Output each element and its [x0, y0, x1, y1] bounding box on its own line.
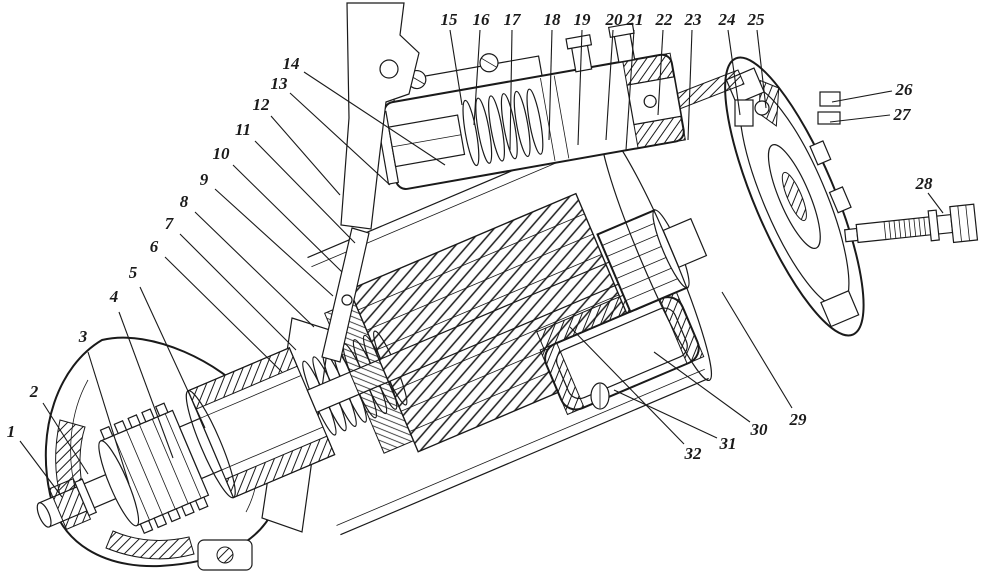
callout-23: 23	[684, 10, 703, 29]
pinion-gear	[98, 402, 210, 535]
housing-section-hatch	[105, 530, 195, 560]
leader-line-28	[927, 192, 944, 214]
callout-17: 17	[504, 10, 523, 29]
drain-plug	[590, 382, 610, 410]
callout-9: 9	[200, 170, 209, 189]
callout-21: 21	[626, 10, 644, 29]
leader-line-25	[756, 29, 767, 109]
callout-26: 26	[895, 80, 914, 99]
callout-10: 10	[213, 144, 231, 163]
bolt-head	[949, 203, 979, 244]
contact-disc	[643, 94, 657, 108]
callout-12: 12	[253, 95, 271, 114]
solenoid-terminal	[607, 22, 636, 63]
leader-line-17	[509, 29, 513, 151]
leader-line-8	[194, 211, 315, 328]
leader-line-16	[473, 29, 481, 126]
callout-20: 20	[605, 10, 624, 29]
leader-line-19	[577, 29, 583, 146]
leader-line-20	[605, 29, 614, 141]
callout-29: 29	[789, 410, 808, 429]
cap-rim-nut	[819, 91, 841, 107]
callout-13: 13	[271, 74, 289, 93]
solenoid-terminal	[565, 34, 593, 73]
solenoid-switch	[375, 22, 686, 190]
leader-line-24	[727, 29, 741, 116]
leader-line-6	[164, 256, 283, 373]
callout-7: 7	[165, 214, 175, 233]
callout-24: 24	[718, 10, 736, 29]
leader-line-23	[687, 29, 693, 141]
leader-line-4	[118, 311, 174, 459]
yoke-section-band	[639, 69, 841, 127]
callout-15: 15	[441, 10, 459, 29]
leader-line-31	[613, 389, 718, 439]
solenoid-return-spring	[462, 88, 544, 167]
mounting-bracket	[340, 2, 420, 230]
leader-line-26	[831, 90, 893, 103]
mounting-bolt	[216, 546, 234, 564]
commutator-end-cap	[724, 56, 865, 337]
callout-1: 1	[7, 422, 16, 441]
leader-line-11	[254, 140, 356, 244]
leader-line-2	[42, 402, 89, 475]
leader-line-29	[721, 291, 793, 409]
callout-3: 3	[78, 327, 88, 346]
callout-25: 25	[747, 10, 766, 29]
bracket-hole	[379, 59, 399, 79]
leader-line-14	[303, 71, 446, 166]
callout-11: 11	[235, 120, 251, 139]
brush-holder	[820, 290, 860, 328]
callout-27: 27	[893, 105, 913, 124]
leader-line-21	[625, 29, 635, 151]
brush-spring-post	[754, 100, 770, 116]
leader-line-32	[569, 326, 685, 445]
leader-line-18	[548, 29, 553, 141]
contact-block	[622, 52, 686, 149]
callout-22: 22	[655, 10, 674, 29]
leader-line-27	[829, 114, 891, 123]
leader-line-13	[289, 92, 391, 186]
callout-28: 28	[915, 174, 934, 193]
leader-line-7	[179, 233, 297, 351]
callout-6: 6	[150, 237, 159, 256]
callout-18: 18	[544, 10, 562, 29]
callout-16: 16	[473, 10, 491, 29]
leader-line-22	[657, 29, 664, 116]
callout-31: 31	[719, 434, 737, 453]
callout-14: 14	[283, 54, 300, 73]
callout-4: 4	[109, 287, 119, 306]
through-bolt	[844, 203, 979, 244]
overrunning-clutch	[178, 347, 336, 499]
callout-32: 32	[684, 444, 703, 463]
leader-line-10	[232, 164, 343, 273]
armature-core	[348, 192, 646, 453]
leader-line-3	[87, 351, 130, 485]
lever-pivot	[341, 294, 353, 306]
callout-8: 8	[180, 192, 189, 211]
callout-30: 30	[750, 420, 769, 439]
machine-axis-group	[36, 56, 865, 536]
shift-lever	[321, 227, 370, 363]
callout-5: 5	[129, 263, 138, 282]
callout-2: 2	[29, 382, 39, 401]
leader-line-1	[19, 440, 63, 498]
leader-line-15	[449, 29, 463, 106]
brush-lead-terminal	[734, 99, 754, 127]
leader-line-5	[139, 286, 206, 429]
leader-line-9	[214, 188, 334, 297]
leader-line-30	[653, 351, 751, 423]
leader-line-12	[270, 115, 341, 196]
callout-19: 19	[574, 10, 592, 29]
cap-rim-nut	[817, 111, 841, 125]
solenoid-screw	[479, 53, 499, 73]
